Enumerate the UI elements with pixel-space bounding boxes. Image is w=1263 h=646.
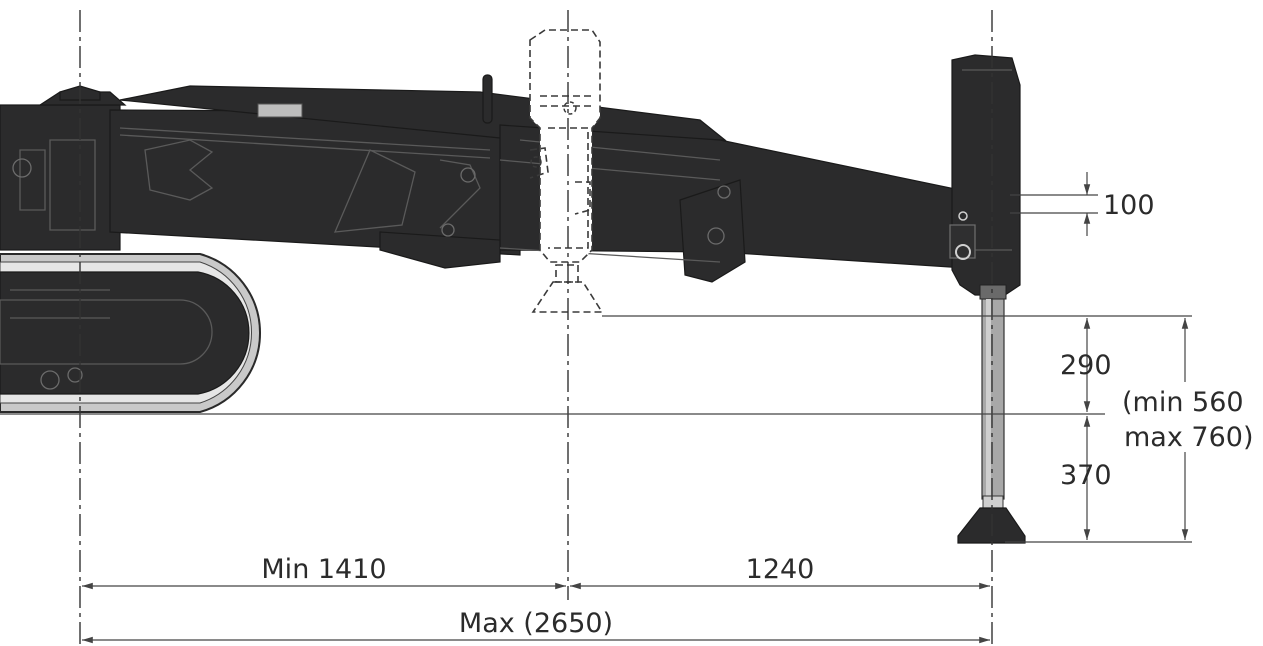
label-max-length: Max (2650) — [459, 608, 613, 639]
crawler-track — [0, 253, 261, 413]
label-height-lower: 370 — [1060, 460, 1112, 491]
label-height-range-max: max 760) — [1124, 422, 1253, 453]
dimension-height-range: (min 560 max 760) — [1122, 318, 1253, 540]
label-outrigger-drop: 100 — [1103, 190, 1155, 221]
dimension-heights: 290 370 — [1060, 318, 1112, 540]
crane-body — [0, 74, 966, 283]
dimension-max-length: Max (2650) — [82, 608, 990, 644]
label-min-length: Min 1410 — [261, 554, 386, 585]
dimension-min-length: Min 1410 — [82, 554, 566, 590]
outrigger-leg — [949, 54, 1026, 544]
label-height-upper: 290 — [1060, 350, 1112, 381]
dimension-outrigger-drop: 100 — [1083, 172, 1155, 236]
retracted-outrigger-ghost — [529, 29, 604, 313]
label-height-range-min: (min 560 — [1122, 387, 1244, 418]
label-extension: 1240 — [746, 554, 815, 585]
dimension-extension: 1240 — [570, 554, 990, 590]
